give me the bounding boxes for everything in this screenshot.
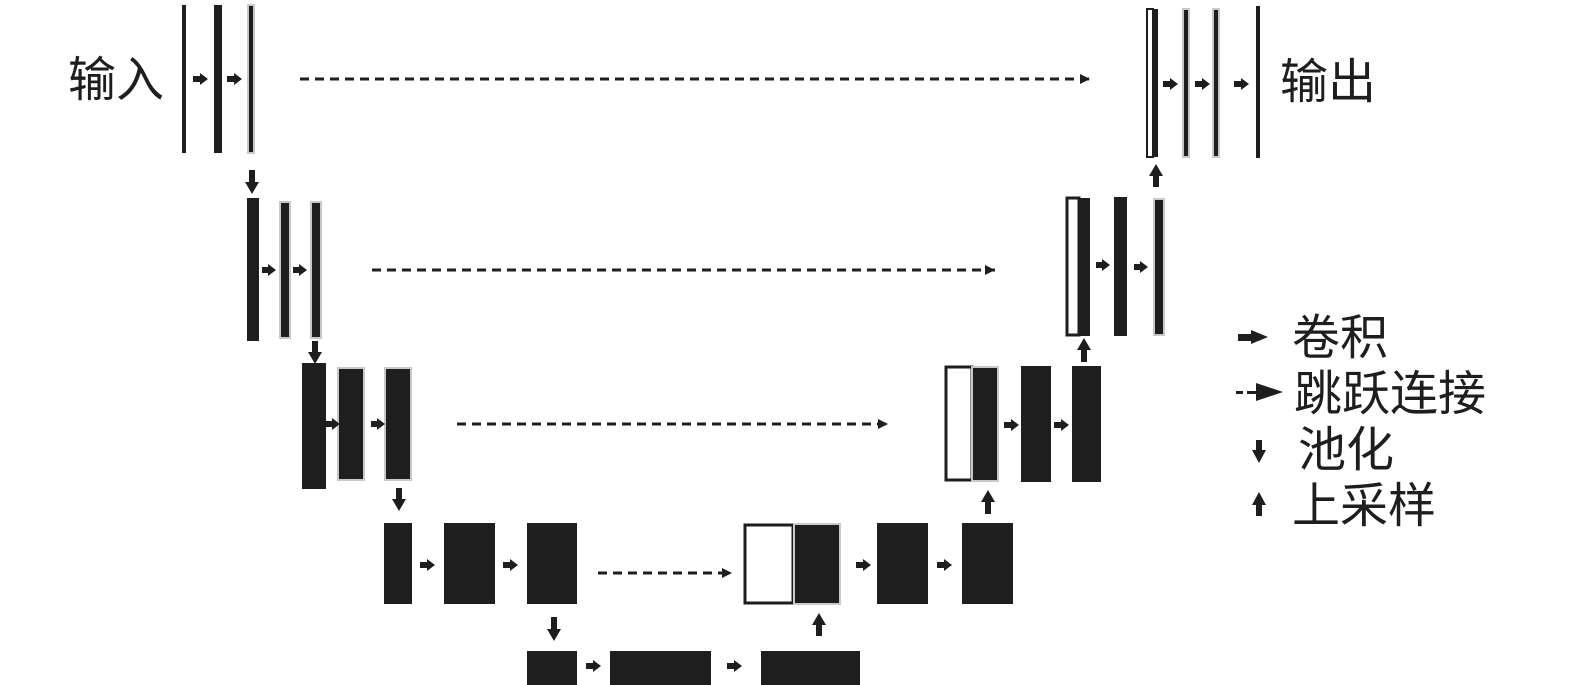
output-label: 输出 [1280,54,1377,110]
conv-arrow-icon [1004,419,1019,431]
feature-map [527,523,577,604]
feature-map [1079,198,1090,336]
conv-arrow-icon [586,660,601,672]
legend-label-convolution: 卷积 [1292,310,1389,366]
conv-arrow-icon [1054,419,1069,431]
conv-arrow-icon [937,559,952,571]
feature-map [1072,366,1101,482]
concat-feature-map [743,523,795,605]
upsample-arrow-icon [1077,338,1091,362]
feature-map [247,4,255,154]
feature-map [444,523,495,604]
decoder-level-2 [944,365,1101,482]
upsample-arrow-icon [1149,164,1163,187]
feature-map [279,201,291,339]
feature-map [1153,198,1165,336]
encoder-level-1 [247,198,322,341]
encoder-level-3 [384,523,577,604]
conv-arrow-icon [1234,78,1249,90]
down-arrow-icon [1252,440,1266,463]
legend-label-upsampling: 上采样 [1292,478,1437,534]
conv-arrow-icon [420,559,435,571]
bottleneck-level [527,651,860,685]
conv-arrow-icon [293,264,307,276]
pool-arrow-icon [547,617,561,641]
pool-arrow-icon [308,341,322,364]
feature-map [302,363,326,489]
concat-feature-map [1146,8,1154,158]
feature-map [877,523,928,604]
feature-map [793,523,841,605]
feature-map [384,367,412,481]
legend [1236,330,1283,516]
feature-map [1114,197,1127,336]
right-arrow-icon [1238,330,1268,344]
feature-map [1182,8,1190,158]
feature-map [247,198,259,341]
feature-map [1021,366,1051,482]
decoder-level-1 [1065,196,1165,337]
decoder-level-3 [743,523,1013,605]
input-label: 输入 [68,52,165,108]
conv-arrow-icon [371,418,385,430]
feature-map [337,367,365,481]
conv-arrow-icon [1195,78,1210,90]
dashed-arrow-icon [1236,383,1283,401]
feature-map [1212,8,1220,158]
conv-arrow-icon [193,73,208,85]
encoder-level-0 [182,4,255,154]
pool-arrow-icon [245,170,259,194]
encoder-level-2 [302,363,412,489]
feature-map [527,651,577,685]
conv-arrow-icon [227,73,242,85]
feature-map [971,366,999,482]
feature-map [761,651,860,685]
upsample-arrow-icon [981,490,995,514]
conv-arrow-icon [326,418,340,430]
conv-arrow-icon [1096,259,1110,271]
upsample-arrow-icon [812,613,826,636]
legend-label-skip-connection: 跳跃连接 [1294,366,1487,422]
concat-feature-map [944,365,974,482]
feature-map [962,523,1013,604]
conv-arrow-icon [1134,261,1148,273]
up-arrow-icon [1252,492,1266,516]
feature-map [310,201,322,339]
feature-map [610,651,711,685]
feature-map [384,523,412,604]
decoder-level-0 [1146,6,1260,158]
concat-feature-map [1065,196,1081,337]
conv-arrow-icon [727,660,742,672]
feature-map [1153,9,1158,157]
output-map [1256,6,1260,158]
legend-label-pooling: 池化 [1298,422,1395,478]
conv-arrow-icon [503,559,518,571]
conv-arrow-icon [1163,78,1178,90]
conv-arrow-icon [262,264,276,276]
conv-arrow-icon [856,559,871,571]
pool-arrow-icon [392,488,406,511]
feature-map [182,5,186,153]
feature-map [214,5,222,153]
